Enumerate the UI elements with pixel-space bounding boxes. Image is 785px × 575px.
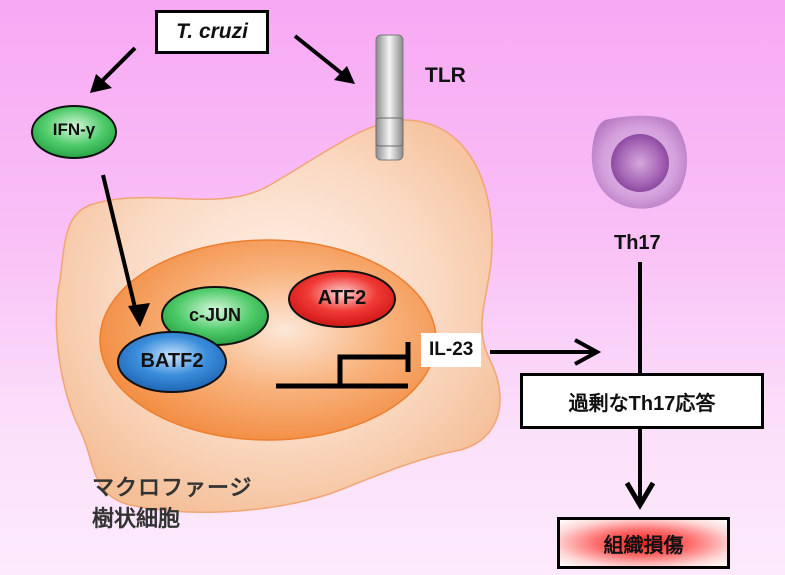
ifn-gamma-label: IFN-γ [52, 120, 96, 139]
outcome-label: 組織損傷 [603, 534, 684, 557]
pathogen-box: T. cruzi [155, 10, 269, 54]
cjun-label: c-JUN [188, 305, 241, 325]
il23-label: IL-23 [421, 333, 482, 367]
response-box: 過剰なTh17応答 [520, 373, 764, 429]
arrowhead-batf2 [128, 303, 150, 327]
arrowhead-ifn [90, 74, 112, 93]
tlr-receptor-icon [375, 34, 404, 161]
response-label: 過剰なTh17応答 [568, 392, 716, 415]
pathogen-label: T. cruzi [176, 20, 248, 43]
th17-label: Th17 [614, 232, 661, 254]
gene-promoter-symbol [276, 342, 411, 389]
arrowhead-tlr [334, 66, 355, 84]
arrowhead-outcome [624, 481, 656, 510]
cell-label-macrophage: マクロファージ [92, 475, 253, 500]
outcome-box: 組織損傷 [557, 517, 730, 569]
tlr-label: TLR [425, 64, 466, 87]
arrowhead-il23 [574, 338, 602, 366]
cell-label-dendritic: 樹状細胞 [92, 506, 181, 531]
arrow-ifn-to-batf2 [101, 174, 140, 321]
atf2-label: ATF2 [317, 287, 367, 309]
batf2-label: BATF2 [140, 350, 204, 372]
th17-cell-icon [591, 115, 688, 209]
